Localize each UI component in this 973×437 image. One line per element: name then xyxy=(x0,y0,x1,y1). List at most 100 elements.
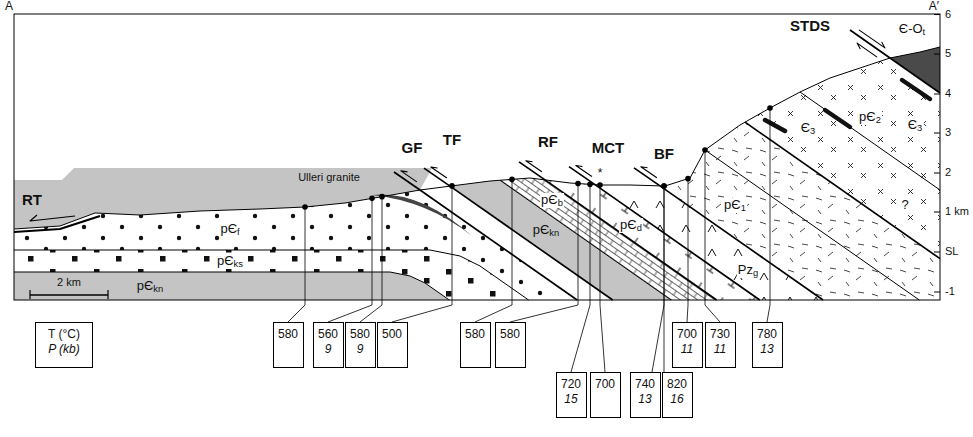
axis-tick xyxy=(934,173,940,174)
leader-line xyxy=(664,186,665,372)
leader-line xyxy=(571,184,590,372)
pt-box: 580 xyxy=(495,322,526,368)
pt-box: 74013 xyxy=(630,372,661,418)
temperature-value: 580 xyxy=(350,327,371,342)
temperature-value: 740 xyxy=(635,377,656,392)
key-box: T (°C)P (kb) xyxy=(35,322,93,368)
pt-box: 700 xyxy=(590,372,621,418)
sample-dot xyxy=(661,183,667,189)
section-end: A′ xyxy=(928,0,940,13)
leader-line xyxy=(475,179,512,322)
unit-name: Є3 xyxy=(800,121,817,136)
unit-name: pЄd xyxy=(619,218,643,233)
sample-dot xyxy=(509,177,515,183)
temperature-value: 500 xyxy=(382,327,403,342)
pressure-value: 16 xyxy=(667,392,688,407)
half-arrow xyxy=(576,166,592,177)
unit-name: pЄb xyxy=(540,193,564,208)
elevation-tick: -1 xyxy=(944,285,956,297)
unit-name: pЄkn xyxy=(532,223,560,238)
fault-name: MCT xyxy=(591,140,626,157)
unit-name: Pzg xyxy=(737,263,759,278)
contact-line xyxy=(705,150,919,300)
fault-line xyxy=(660,186,823,300)
unit-name: Є3 xyxy=(907,118,924,133)
fault-line xyxy=(545,180,717,300)
sample-dot xyxy=(449,183,455,189)
leader-line xyxy=(705,150,720,322)
pressure-value: P (kb) xyxy=(40,342,88,357)
half-arrow xyxy=(30,215,75,221)
pt-box: 5609 xyxy=(313,322,344,368)
leader-line xyxy=(360,197,382,322)
pressure-value: 9 xyxy=(350,342,371,357)
scale-bar xyxy=(30,294,108,296)
temperature-value: 580 xyxy=(465,327,486,342)
sample-dot xyxy=(587,182,593,188)
elevation-tick: 2 xyxy=(944,166,952,178)
fault-name: BF xyxy=(653,146,675,163)
sample-dot xyxy=(302,204,308,210)
sample-dot xyxy=(379,194,385,200)
pt-box: 82016 xyxy=(662,372,693,418)
pressure-value: 13 xyxy=(757,342,778,357)
scale-tick xyxy=(29,290,30,299)
pressure-value: 11 xyxy=(677,342,698,357)
elevation-tick: 4 xyxy=(944,87,952,99)
fault-name: STDS xyxy=(789,18,831,35)
half-arrow xyxy=(857,43,877,57)
leader-line xyxy=(652,186,664,372)
pt-box: 70011 xyxy=(672,322,703,368)
temperature-value: 820 xyxy=(667,377,688,392)
lens xyxy=(902,80,930,99)
half-arrow xyxy=(431,167,447,178)
topography-line xyxy=(14,47,940,229)
elevation-tick: 6 xyxy=(944,8,952,20)
half-arrow xyxy=(526,161,542,172)
unit-fill xyxy=(745,58,940,259)
contact-line xyxy=(14,272,449,300)
leader-line xyxy=(288,207,305,322)
granite-name: Ulleri granite xyxy=(297,171,361,183)
axis-tick xyxy=(934,212,940,213)
sample-dot xyxy=(767,105,773,111)
query-mark: ? xyxy=(900,198,909,212)
half-arrow xyxy=(401,171,417,182)
lens xyxy=(765,120,785,131)
temperature-value: 780 xyxy=(757,327,778,342)
fault-name: TF xyxy=(442,132,462,149)
leader-line xyxy=(600,185,605,372)
temperature-value: 700 xyxy=(595,377,616,392)
temperature-value: 720 xyxy=(561,377,582,392)
pt-box: 78013 xyxy=(752,322,783,368)
leader-line xyxy=(392,186,452,322)
axis-tick xyxy=(934,252,940,253)
leader-line xyxy=(510,184,578,322)
unit-name: pЄ1 xyxy=(723,198,747,213)
axis-tick xyxy=(934,14,940,15)
fault-line xyxy=(450,186,613,300)
fault-line xyxy=(745,122,940,259)
elevation-tick: 3 xyxy=(944,126,952,138)
unit-name: pЄkn xyxy=(136,279,164,294)
temperature-value: 580 xyxy=(278,327,299,342)
axis-tick xyxy=(934,292,940,293)
pt-box: 500 xyxy=(377,322,408,368)
sample-dot xyxy=(702,147,708,153)
temperature-value: T (°C) xyxy=(40,327,88,342)
sample-dot xyxy=(597,182,603,188)
half-arrow xyxy=(641,167,657,178)
sample-mark: * xyxy=(597,167,604,180)
fault-line xyxy=(420,190,577,300)
temperature-value: 560 xyxy=(318,327,339,342)
temperature-value: 700 xyxy=(677,327,698,342)
temperature-value: 580 xyxy=(500,327,521,342)
granite-lens xyxy=(372,195,472,236)
half-arrow xyxy=(859,30,885,48)
scale-label: 2 km xyxy=(56,276,82,288)
sample-dot xyxy=(661,183,667,189)
fault-name: RF xyxy=(537,134,559,151)
scale-tick xyxy=(107,290,108,299)
leader-line xyxy=(767,108,770,322)
